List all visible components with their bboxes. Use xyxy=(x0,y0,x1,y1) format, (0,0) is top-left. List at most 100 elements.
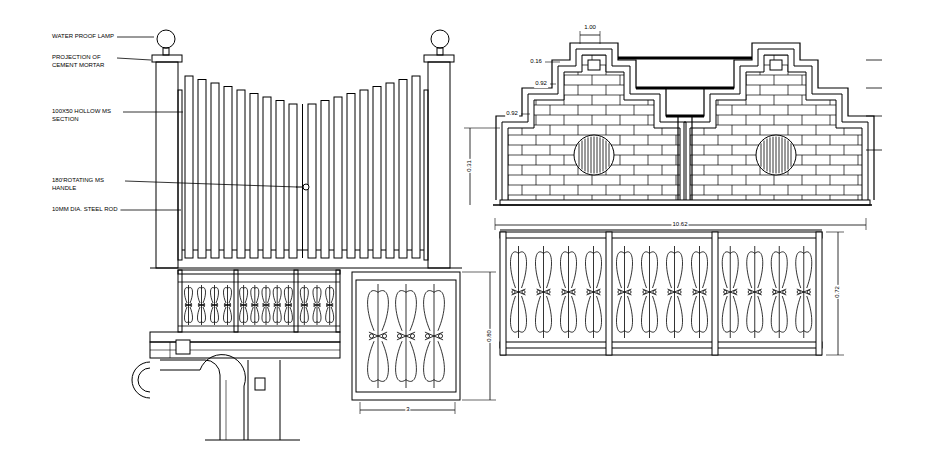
ornament-curl xyxy=(678,290,681,293)
ornament-scroll xyxy=(406,341,416,381)
brick-joint xyxy=(592,175,593,185)
brick-course xyxy=(494,105,694,106)
brick-course xyxy=(676,115,876,116)
ornament-scroll xyxy=(313,288,317,303)
ornament-scroll xyxy=(779,252,787,288)
leader-line xyxy=(125,181,297,187)
vent-bar xyxy=(770,137,771,172)
ornament-scroll xyxy=(691,296,699,332)
brick-joint xyxy=(844,85,845,95)
gate-picket xyxy=(263,97,271,258)
ornament-cross xyxy=(723,289,737,295)
gate-picket xyxy=(412,76,420,258)
extension-line xyxy=(826,232,844,233)
ornament-cross xyxy=(369,332,387,340)
brick-joint xyxy=(620,135,621,145)
gate-picket xyxy=(198,80,206,259)
ornament-scroll xyxy=(722,252,730,288)
ornament-scroll xyxy=(228,288,232,303)
brick-joint xyxy=(676,75,677,85)
brick-joint xyxy=(690,95,691,105)
brick-joint xyxy=(830,135,831,145)
ornament-scroll xyxy=(434,291,444,331)
ornament-curl xyxy=(382,334,386,338)
ornament-cross xyxy=(397,332,415,340)
hinge-strip xyxy=(178,90,182,260)
ornament-scroll xyxy=(251,288,255,303)
railing-ornament xyxy=(251,285,259,325)
ground-line xyxy=(150,268,462,269)
ornament-cross xyxy=(263,304,270,307)
brick-joint xyxy=(550,45,551,55)
railing-ornament xyxy=(368,284,389,388)
brick-joint xyxy=(816,65,817,75)
brick-joint xyxy=(662,125,663,135)
ornament-cross xyxy=(185,304,192,307)
leader-group xyxy=(117,37,297,210)
brick-joint xyxy=(592,75,593,85)
brick-joint xyxy=(620,95,621,105)
brick-joint xyxy=(746,135,747,145)
lamp-stem xyxy=(163,48,169,55)
brick-joint xyxy=(536,175,537,185)
downpipe xyxy=(160,355,245,440)
ornament-scroll xyxy=(560,296,568,332)
railing-ornament xyxy=(326,285,334,325)
ornament-cross xyxy=(301,304,308,307)
gate-picket xyxy=(373,87,381,259)
handle-knob xyxy=(303,184,309,190)
brick-course xyxy=(494,195,694,196)
ornament-curl xyxy=(618,290,621,293)
ornament-cross xyxy=(693,289,707,295)
brick-joint xyxy=(802,175,803,185)
ornament-scroll xyxy=(215,307,219,322)
brick-joint xyxy=(802,115,803,125)
ornament-scroll xyxy=(378,291,388,331)
ornament-curl xyxy=(438,334,442,338)
ornament-scroll xyxy=(244,288,248,303)
brick-joint xyxy=(858,155,859,165)
ornament-scroll xyxy=(262,307,266,322)
ornament-cross xyxy=(274,304,281,307)
ornament-curl xyxy=(797,290,800,293)
brick-joint xyxy=(564,115,565,125)
brick-joint xyxy=(606,85,607,95)
ornament-scroll xyxy=(184,307,188,322)
brick-joint xyxy=(816,145,817,155)
brick-joint xyxy=(858,55,859,65)
dimension-label: 0.72 xyxy=(834,285,842,299)
brick-joint xyxy=(760,85,761,95)
brick-joint xyxy=(578,125,579,135)
brick-joint xyxy=(564,175,565,185)
bolt-plate xyxy=(176,340,190,354)
ornament-cross xyxy=(797,289,811,295)
ornament-scroll xyxy=(616,252,624,288)
coping-band xyxy=(636,87,734,90)
ornament-scroll xyxy=(625,296,633,332)
brick-course xyxy=(676,185,876,186)
railing-top-rail xyxy=(178,270,340,274)
brick-joint xyxy=(788,125,789,135)
brick-course xyxy=(676,85,876,86)
ornament-cross xyxy=(211,304,218,307)
gate-picket xyxy=(237,90,245,258)
ornament-curl xyxy=(693,290,696,293)
ornament-cross xyxy=(512,289,526,295)
brick-joint xyxy=(844,105,845,115)
railing-post xyxy=(294,270,298,332)
brick-course xyxy=(494,85,694,86)
railing-ornament xyxy=(796,246,812,338)
brick-joint xyxy=(732,165,733,175)
leader-line xyxy=(521,114,530,115)
brick-joint xyxy=(788,185,789,195)
brick-joint xyxy=(802,135,803,145)
brick-joint xyxy=(494,45,495,55)
brick-joint xyxy=(816,185,817,195)
ornament-scroll xyxy=(223,307,227,322)
ornament-scroll xyxy=(313,307,317,322)
beam-line xyxy=(170,342,171,358)
railing-ornament xyxy=(771,246,787,338)
brick-joint xyxy=(522,145,523,155)
brick-joint xyxy=(732,105,733,115)
ornament-curl xyxy=(653,290,656,293)
